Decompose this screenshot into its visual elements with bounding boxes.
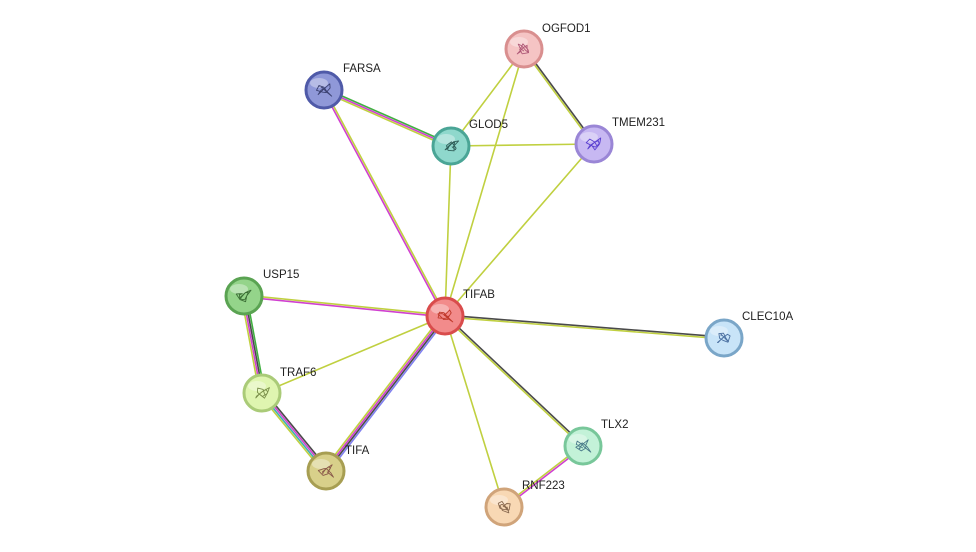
node-clec10a[interactable]: CLEC10A bbox=[704, 311, 793, 358]
protein-structure-icon bbox=[255, 387, 270, 399]
edge-strand bbox=[325, 315, 447, 473]
node-rnf223[interactable]: RNF223 bbox=[484, 480, 565, 527]
edge-strand bbox=[523, 47, 596, 145]
edge-strand bbox=[323, 313, 444, 471]
edge-tifab-usp15 bbox=[243, 294, 446, 318]
edge-strand bbox=[323, 87, 453, 146]
edge-strand bbox=[327, 316, 448, 474]
edge-glod5-tmem231 bbox=[450, 143, 595, 147]
edge-strand bbox=[323, 89, 452, 147]
node-usp15[interactable]: USP15 bbox=[224, 269, 299, 316]
node-circle bbox=[431, 126, 471, 166]
edge-strand bbox=[444, 314, 585, 447]
edge-strand bbox=[322, 89, 446, 318]
node-label: TIFAB bbox=[463, 289, 495, 301]
node-highlight bbox=[310, 78, 328, 88]
edge-strand bbox=[444, 314, 725, 338]
node-tlx2[interactable]: TLX2 bbox=[563, 419, 629, 466]
edge-strand bbox=[444, 143, 595, 317]
node-label: GLOD5 bbox=[469, 119, 508, 131]
edge-strand bbox=[243, 294, 446, 316]
node-circle bbox=[306, 451, 346, 491]
node-tifa[interactable]: TIFA bbox=[306, 445, 370, 491]
node-highlight bbox=[437, 134, 455, 144]
protein-structure-icon bbox=[497, 500, 511, 514]
edge-strand bbox=[522, 48, 595, 146]
node-farsa[interactable]: FARSA bbox=[304, 63, 381, 110]
node-highlight bbox=[230, 284, 248, 294]
protein-structure-icon bbox=[717, 332, 731, 344]
node-traf6[interactable]: TRAF6 bbox=[242, 367, 316, 413]
edge-strand bbox=[322, 90, 452, 149]
node-ogfod1[interactable]: OGFOD1 bbox=[504, 23, 591, 69]
node-circle bbox=[704, 318, 744, 358]
node-label: TRAF6 bbox=[280, 367, 316, 379]
protein-structure-icon bbox=[585, 137, 602, 151]
edge-tifab-tlx2 bbox=[443, 314, 585, 448]
node-tmem231[interactable]: TMEM231 bbox=[574, 117, 665, 164]
edge-tifab-traf6 bbox=[261, 315, 446, 394]
node-label: OGFOD1 bbox=[542, 23, 591, 35]
edge-tifab-tmem231 bbox=[444, 143, 595, 317]
node-circle bbox=[574, 124, 614, 164]
protein-structure-icon bbox=[317, 464, 334, 478]
protein-structure-icon bbox=[437, 309, 454, 323]
node-tifab[interactable]: TIFAB bbox=[425, 289, 495, 336]
edge-strand bbox=[444, 145, 452, 317]
protein-structure-icon bbox=[316, 83, 333, 97]
node-glod5[interactable]: GLOD5 bbox=[431, 119, 508, 166]
edge-strand bbox=[324, 314, 446, 472]
node-circle bbox=[224, 276, 264, 316]
edge-tifab-rnf223 bbox=[444, 315, 505, 508]
edge-strand bbox=[261, 315, 446, 394]
edge-tifab-farsa bbox=[322, 88, 447, 318]
node-label: RNF223 bbox=[522, 480, 565, 492]
edge-strand bbox=[444, 316, 725, 340]
edge-strand bbox=[450, 143, 595, 147]
node-highlight bbox=[580, 132, 598, 142]
node-highlight bbox=[431, 304, 449, 314]
edge-farsa-glod5 bbox=[322, 87, 453, 149]
edge-strand bbox=[243, 296, 446, 318]
node-circle bbox=[484, 487, 524, 527]
edge-strand bbox=[450, 48, 525, 147]
edge-strand bbox=[323, 88, 447, 317]
node-highlight bbox=[490, 495, 508, 505]
node-label: TMEM231 bbox=[612, 117, 665, 129]
node-circle bbox=[242, 373, 282, 413]
protein-structure-icon bbox=[516, 43, 530, 55]
node-highlight bbox=[312, 459, 330, 469]
node-label: TLX2 bbox=[601, 419, 629, 431]
protein-structure-icon bbox=[444, 140, 460, 152]
edge-tifab-glod5 bbox=[444, 145, 452, 317]
edge-strand bbox=[444, 315, 505, 508]
edge-tifab-tifa bbox=[323, 313, 448, 474]
edges-layer bbox=[240, 47, 725, 509]
edge-tifab-clec10a bbox=[444, 314, 725, 340]
node-highlight bbox=[569, 434, 587, 444]
edge-strand bbox=[443, 315, 584, 448]
node-highlight bbox=[248, 381, 266, 391]
node-label: USP15 bbox=[263, 269, 299, 281]
node-label: TIFA bbox=[345, 445, 370, 457]
edge-tifab-ogfod1 bbox=[444, 48, 525, 317]
node-label: FARSA bbox=[343, 63, 381, 75]
protein-structure-icon bbox=[235, 289, 252, 303]
protein-structure-icon bbox=[575, 439, 592, 453]
edge-glod5-ogfod1 bbox=[450, 48, 525, 147]
node-label: CLEC10A bbox=[742, 311, 793, 323]
edge-strand bbox=[444, 48, 525, 317]
edge-ogfod1-tmem231 bbox=[522, 47, 596, 146]
